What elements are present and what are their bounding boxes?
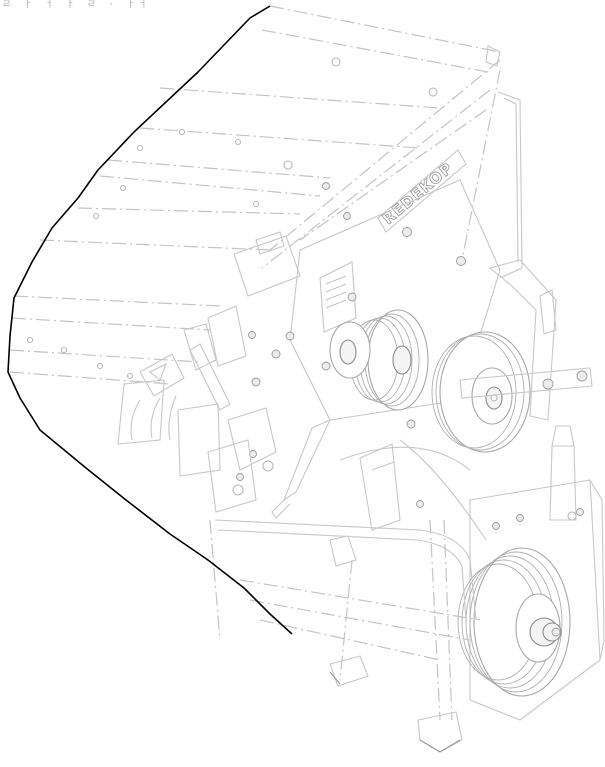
drive-belt bbox=[214, 439, 487, 621]
logo-plate: REDEKOP bbox=[377, 149, 467, 233]
left-brackets bbox=[117, 231, 301, 513]
rear-plate bbox=[497, 91, 523, 279]
lower-struts bbox=[177, 403, 481, 753]
hydraulic-cylinders bbox=[271, 418, 401, 567]
tensioner-arm bbox=[459, 259, 593, 521]
hood-shell bbox=[9, 5, 501, 385]
grooved-pulley-upper bbox=[329, 309, 429, 411]
idler-wheel bbox=[431, 331, 531, 453]
bolt-set bbox=[236, 182, 584, 530]
gearbox-housing bbox=[469, 479, 605, 721]
brand-logo-text: REDEKOP bbox=[379, 159, 457, 228]
highlighted-side-panel-outline bbox=[7, 5, 293, 635]
corner-mark-glyphs: ㄹ ㅏ ㅓ ㅏ ㄹ · ㅏㅓ bbox=[2, 0, 151, 10]
grooved-pulley-lower bbox=[457, 547, 571, 697]
